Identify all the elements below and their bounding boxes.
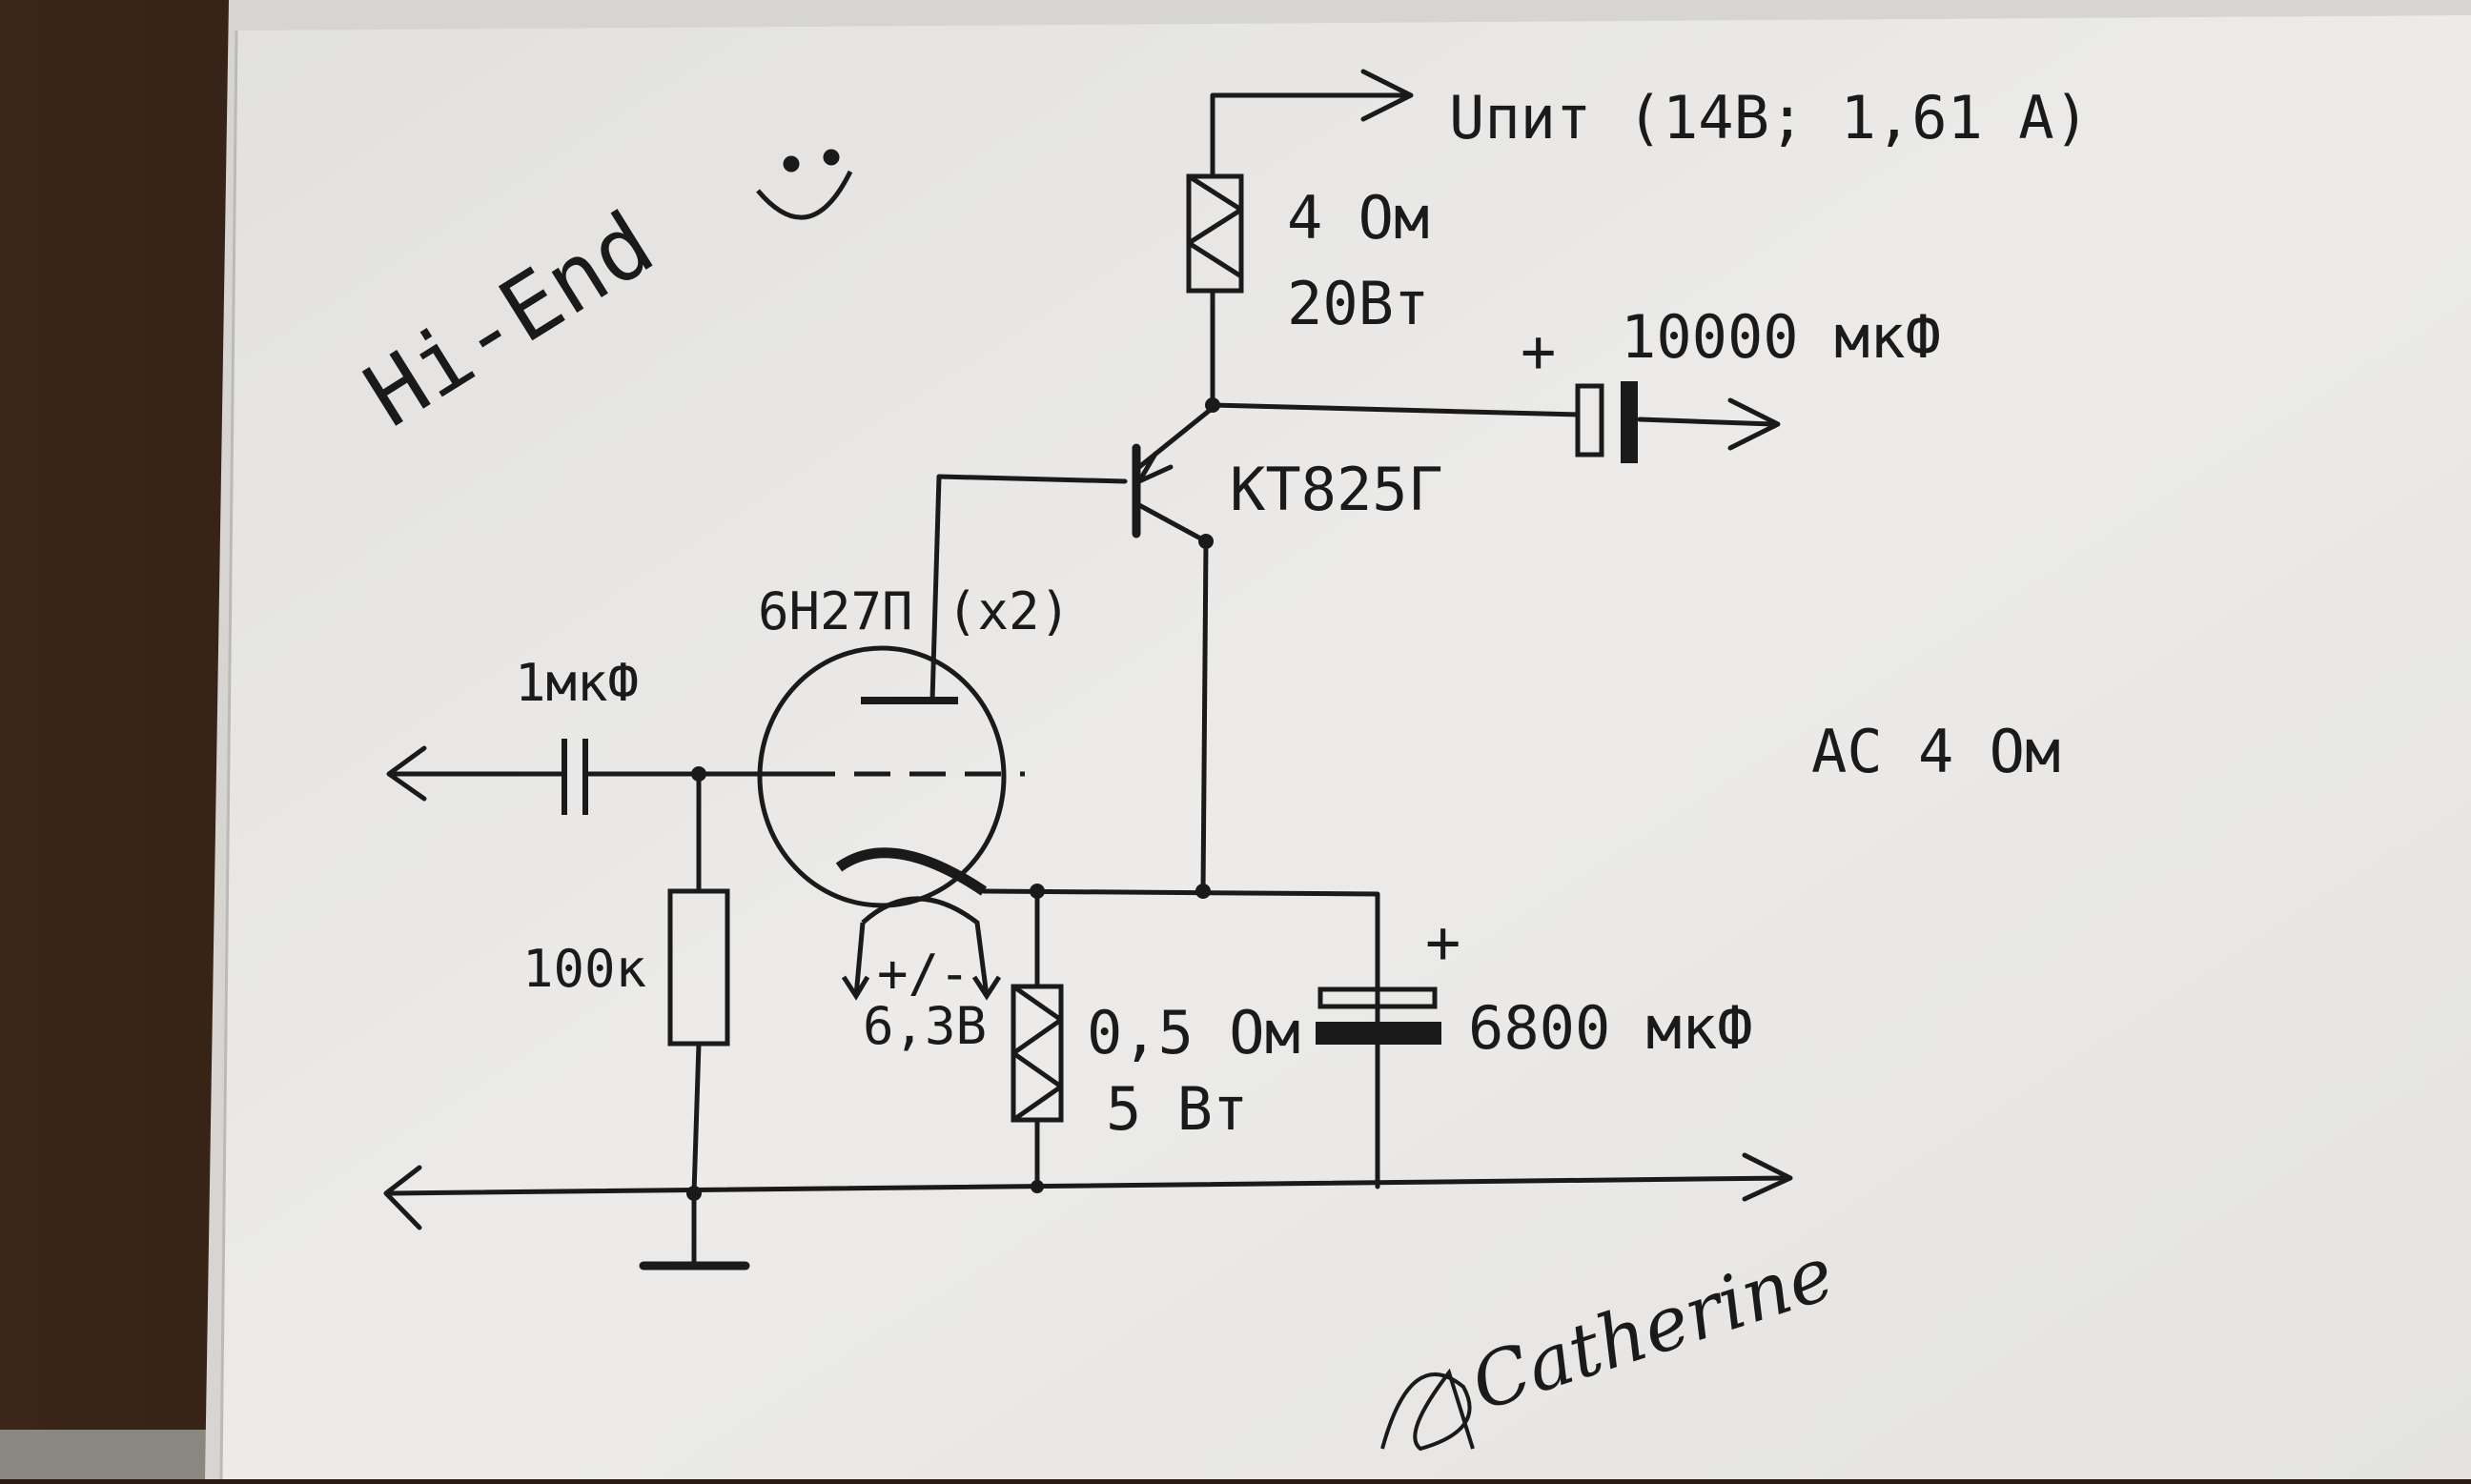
cathode-resistor-symbol	[1011, 984, 1064, 1123]
heater-label: +/-	[877, 944, 970, 1004]
output-capacitor-symbol	[1575, 381, 1638, 463]
c-out-plus-label: +	[1521, 316, 1556, 386]
smiley-doodle	[756, 149, 853, 220]
paper-edge	[219, 30, 238, 1480]
speaker-label: АС 4 Ом	[1811, 717, 2060, 786]
junctions	[686, 397, 1220, 1201]
r-grid-label: 100к	[522, 939, 646, 999]
grid-resistor-symbol	[667, 888, 730, 1047]
r-cathode-power-label: 5 Вт	[1106, 1074, 1248, 1144]
c-out-value-label: 10000 мкФ	[1621, 302, 1941, 372]
tube-symbol	[757, 645, 1025, 1001]
supply-label: Uпит (14В; 1,61 А)	[1449, 83, 2090, 152]
r-cathode-value-label: 0,5 Ом	[1087, 998, 1300, 1067]
resistor-top-symbol	[1186, 173, 1244, 294]
c-cathode-value-label: 6800 мкФ	[1468, 993, 1753, 1063]
cathode-capacitor-symbol	[1316, 986, 1441, 1045]
tube-note-label: (x2)	[947, 581, 1071, 641]
wiring	[383, 69, 1793, 1271]
signature-flourish	[1380, 1368, 1475, 1452]
c-in-label: 1мкФ	[515, 653, 639, 713]
tube-label: 6Н27П	[758, 581, 913, 641]
paper-sheet	[221, 15, 2471, 1479]
heater-voltage-label: 6,3В	[863, 996, 987, 1056]
r-top-value-label: 4 Ом	[1287, 183, 1429, 253]
r-top-power-label: 20Вт	[1287, 269, 1429, 338]
input-capacitor-symbol	[562, 739, 588, 815]
c-cathode-plus-label: +	[1425, 907, 1460, 977]
transistor-label: КТ825Г	[1230, 455, 1443, 524]
